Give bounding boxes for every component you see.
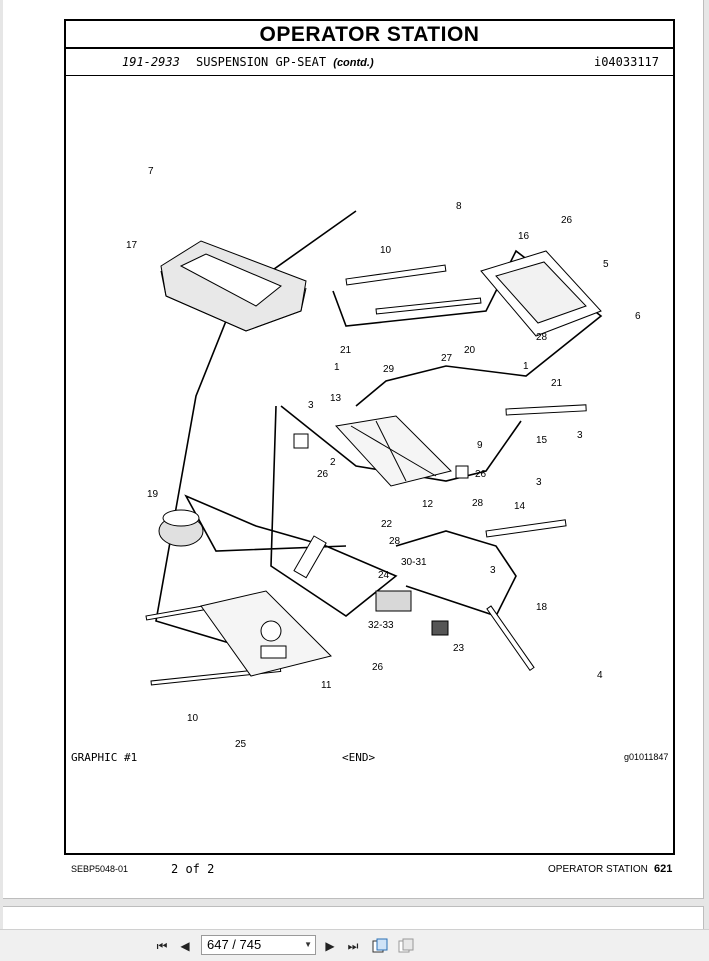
document-page: OPERATOR STATION 191-2933 SUSPENSION GP-… bbox=[3, 0, 704, 899]
scissor-linkage bbox=[293, 415, 469, 487]
callout-label: 15 bbox=[536, 435, 548, 446]
first-page-icon: ⏮ bbox=[156, 938, 168, 953]
page-indicator: 647 / 745 bbox=[207, 937, 262, 952]
callout-label: 19 bbox=[147, 489, 159, 500]
callout-label: 26 bbox=[475, 469, 487, 480]
fit-width-icon bbox=[398, 938, 414, 953]
callout-label: 26 bbox=[372, 662, 384, 673]
callout-label: 29 bbox=[383, 364, 395, 375]
boundary-line bbox=[332, 249, 603, 407]
callout-label: 10 bbox=[187, 713, 199, 724]
contd-label: (contd.) bbox=[333, 57, 374, 69]
doc-number: SEBP5048-01 bbox=[71, 864, 129, 874]
callout-label: 3 bbox=[308, 400, 314, 411]
sheet-indicator: 2 of 2 bbox=[171, 862, 215, 876]
callout-label: 10 bbox=[380, 245, 392, 256]
fit-width-button[interactable] bbox=[397, 937, 415, 955]
callout-label: 1 bbox=[334, 362, 340, 373]
callout-label: 7 bbox=[148, 166, 154, 177]
callout-label: 27 bbox=[441, 353, 453, 364]
callout-label: 28 bbox=[389, 536, 401, 547]
part-name: SUSPENSION GP-SEAT bbox=[196, 55, 327, 69]
callout-label: 26 bbox=[561, 215, 573, 226]
callout-label: 22 bbox=[381, 519, 393, 530]
illustration-ref: i04033117 bbox=[593, 55, 659, 69]
callout-label: 3 bbox=[536, 477, 542, 488]
callout-label: 21 bbox=[340, 345, 352, 356]
section-title: OPERATOR STATION bbox=[66, 21, 673, 49]
compressor bbox=[375, 590, 449, 636]
callout-label: 9 bbox=[477, 440, 483, 451]
callout-label: 3 bbox=[490, 565, 496, 576]
prev-page-button[interactable]: ◀ bbox=[176, 937, 194, 955]
page-selector[interactable]: 647 / 745 ▼ bbox=[201, 935, 316, 955]
air-spring bbox=[158, 509, 204, 547]
last-page-icon: ⏭ bbox=[347, 938, 359, 953]
part-header: 191-2933 SUSPENSION GP-SEAT (contd.) i04… bbox=[66, 49, 673, 76]
first-page-button[interactable]: ⏮ bbox=[153, 937, 171, 955]
callout-label: 3 bbox=[577, 430, 583, 441]
callout-label: 30-31 bbox=[401, 557, 427, 568]
callout-label: 28 bbox=[536, 332, 548, 343]
callout-label: 28 bbox=[472, 498, 484, 509]
callout-label: 18 bbox=[536, 602, 548, 613]
viewer-toolbar: ⏮ ◀ 647 / 745 ▼ ▶ ⏭ bbox=[0, 929, 709, 961]
part-name-row: SUSPENSION GP-SEAT (contd.) bbox=[196, 49, 374, 77]
prev-page-icon: ◀ bbox=[180, 939, 190, 953]
callout-label: 2 bbox=[330, 457, 336, 468]
boundary-line bbox=[184, 405, 398, 617]
callout-label: 4 bbox=[597, 670, 603, 681]
page-number: 621 bbox=[654, 863, 673, 875]
end-marker: <END> bbox=[342, 751, 376, 764]
callout-label: 8 bbox=[456, 201, 462, 212]
callout-label: 32-33 bbox=[368, 620, 394, 631]
fit-page-icon bbox=[372, 938, 388, 953]
boundary-line bbox=[395, 530, 517, 617]
callout-label: 14 bbox=[514, 501, 526, 512]
graphic-label: GRAPHIC #1 bbox=[71, 751, 138, 764]
drawing-frame: OPERATOR STATION 191-2933 SUSPENSION GP-… bbox=[64, 19, 675, 855]
fit-page-button[interactable] bbox=[371, 937, 389, 955]
callout-label: 24 bbox=[378, 570, 390, 581]
boundary-line bbox=[155, 210, 357, 652]
callout-label: 16 bbox=[518, 231, 530, 242]
shock-absorber bbox=[293, 535, 327, 579]
callout-label: 6 bbox=[635, 311, 641, 322]
callout-label: 26 bbox=[317, 469, 329, 480]
next-page-button[interactable]: ▶ bbox=[321, 937, 339, 955]
callout-label: 11 bbox=[321, 680, 332, 691]
callout-label: 12 bbox=[422, 499, 434, 510]
callout-label: 23 bbox=[453, 643, 465, 654]
callout-label: 21 bbox=[551, 378, 563, 389]
callout-label: 17 bbox=[126, 240, 138, 251]
callout-label: 13 bbox=[330, 393, 342, 404]
graphic-ref: g01011847 bbox=[624, 752, 669, 762]
callout-label: 20 bbox=[464, 345, 476, 356]
last-page-button[interactable]: ⏭ bbox=[344, 937, 362, 955]
callout-label: 25 bbox=[235, 739, 247, 750]
seat-cushion bbox=[160, 240, 307, 332]
boundary-line bbox=[280, 405, 522, 482]
callout-label: 1 bbox=[523, 361, 529, 372]
chevron-down-icon: ▼ bbox=[304, 940, 312, 949]
part-number: 191-2933 bbox=[122, 55, 180, 69]
top-plate-assembly bbox=[480, 250, 602, 337]
base-plate bbox=[200, 590, 332, 677]
footer-section: OPERATOR STATION bbox=[548, 864, 648, 875]
callout-label: 5 bbox=[603, 259, 609, 270]
next-page-icon: ▶ bbox=[325, 939, 335, 953]
